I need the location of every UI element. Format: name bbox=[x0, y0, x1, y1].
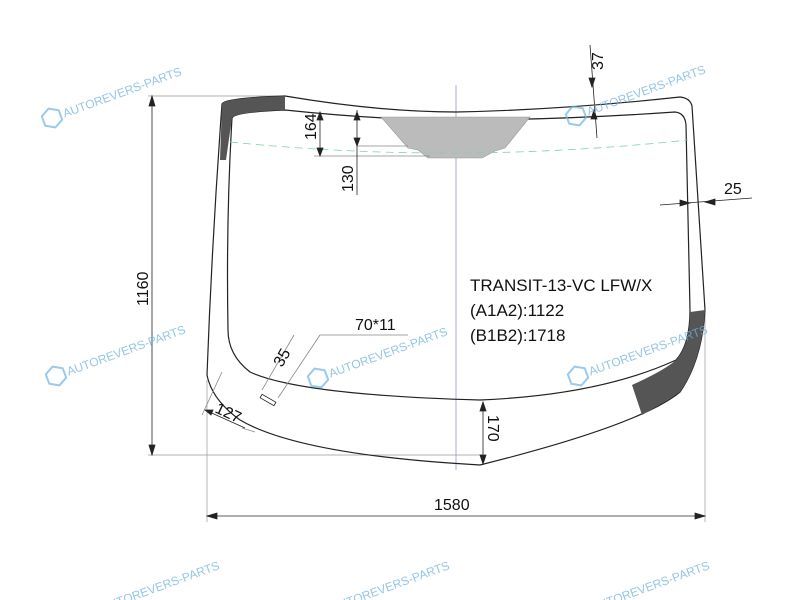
dim-top-band: 164 bbox=[303, 113, 320, 140]
watermark-text: AUTOREVERS-PARTS bbox=[65, 322, 188, 378]
watermark-text: AUTOREVERS-PARTS bbox=[99, 558, 222, 600]
dim-height: 1160 bbox=[135, 271, 152, 306]
dim-bottom-band: 170 bbox=[484, 415, 501, 442]
dimension-lines bbox=[148, 44, 753, 520]
dim-right-edge: 25 bbox=[724, 181, 742, 198]
dark-frit-bottom-right bbox=[632, 310, 705, 415]
watermark-text: AUTOREVERS-PARTS bbox=[329, 558, 452, 600]
watermark-text: AUTOREVERS-PARTS bbox=[589, 558, 712, 600]
dim-top-right-band: 37 bbox=[590, 52, 607, 70]
sensor-mark bbox=[259, 393, 277, 407]
dim-sensor-offset: 35 bbox=[271, 346, 295, 370]
sensor-shade-area bbox=[380, 116, 531, 159]
dim-sensor-size: 70*11 bbox=[355, 317, 396, 334]
dim-width: 1580 bbox=[434, 497, 470, 514]
model-label: TRANSIT-13-VC LFW/X bbox=[470, 276, 652, 295]
a1a2-label: (A1A2):1122 bbox=[470, 301, 564, 320]
watermark-text: AUTOREVERS-PARTS bbox=[61, 64, 184, 120]
dim-sensor-distance: 127 bbox=[212, 400, 243, 427]
shade-band-line bbox=[229, 139, 689, 154]
dark-frit-top-left bbox=[220, 96, 285, 160]
b1b2-label: (B1B2):1718 bbox=[470, 326, 565, 345]
dim-shade-depth: 130 bbox=[340, 165, 357, 192]
